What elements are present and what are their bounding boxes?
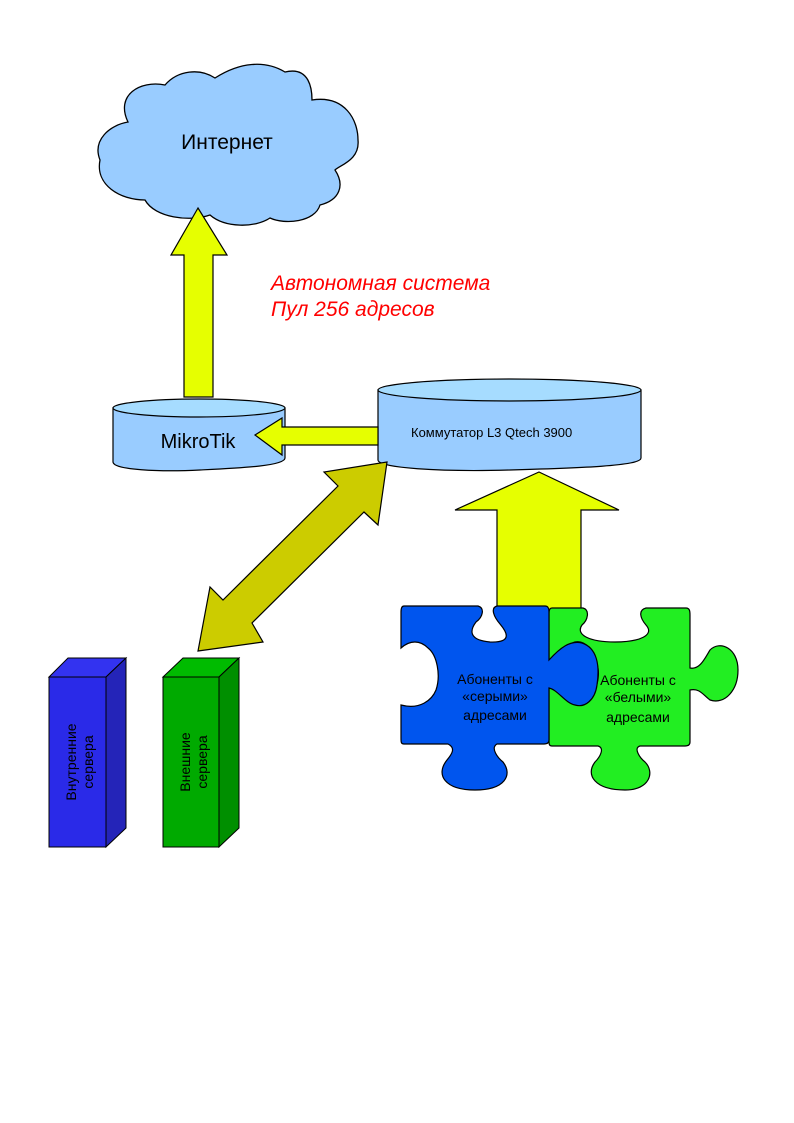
autonomous-system-label: Автономная система [269,272,490,295]
internal-servers-label-line2: сервера [80,735,96,788]
white-subscribers-label-line2: «белыми» [605,689,672,705]
external-servers-front [162,676,220,848]
mikrotik-body [112,407,286,472]
internal-servers-side [105,656,127,849]
mikrotik-top [112,398,286,418]
external-servers-side [218,656,240,849]
internal-servers: Внутренние сервера [47,656,128,849]
external-servers-label-line2: сервера [194,735,210,788]
internal-servers-front [48,676,107,848]
address-pool-label: Пул 256 адресов [271,298,435,321]
gray-subscribers-label-line1: Абоненты с [457,671,533,687]
gray-subscribers-puzzle: Абоненты с «серыми» адресами [400,605,599,791]
l3-switch: Коммутатор L3 Qtech 3900 [377,378,642,472]
white-subscribers-label-line3: адресами [606,709,670,725]
switch-body [377,389,642,472]
internet-label: Интернет [181,131,273,154]
arrow-switch-to-mikrotik [253,416,379,457]
arrow-subscribers-to-switch [454,471,620,611]
gray-subscribers-label-line2: «серыми» [462,688,528,704]
blue-puzzle-shape [400,605,599,791]
internal-servers-label-line1: Внутренние [63,723,79,800]
mikrotik-label: MikroTik [161,431,237,453]
internet-cloud: Интернет [97,63,359,226]
switch-label: Коммутатор L3 Qtech 3900 [411,425,572,440]
cloud-shape [97,63,359,226]
arrow-mikrotik-to-internet [169,206,229,398]
mikrotik-router: MikroTik [112,398,286,472]
double-arrow-switch-servers [197,461,388,652]
gray-subscribers-label-line3: адресами [463,707,527,723]
external-servers: Внешние сервера [161,656,241,849]
white-subscribers-label-line1: Абоненты с [600,672,676,688]
switch-top [377,378,642,402]
external-servers-label-line1: Внешние [177,732,193,792]
